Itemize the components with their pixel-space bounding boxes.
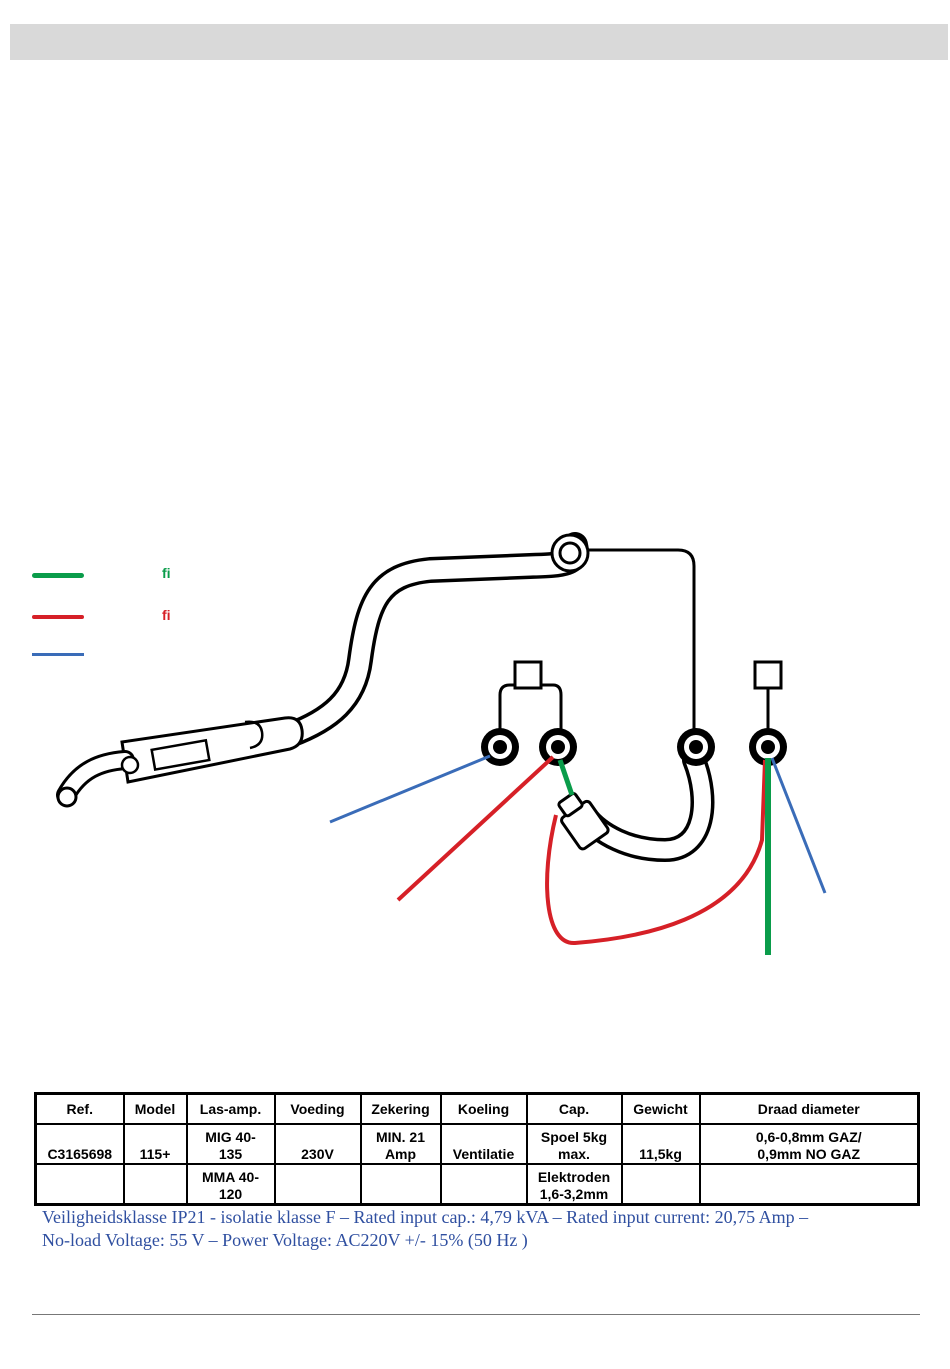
torch-hose [277,532,589,748]
red-wire-swatch [32,615,84,619]
wiring-diagram [56,532,827,955]
cell-empty [439,1163,528,1206]
cell-voeding: 230V [273,1123,362,1165]
specifications-note: Veiligheidsklasse IP21 - isolatie klasse… [42,1206,922,1252]
cell-model: 115+ [122,1123,188,1165]
socket-1 [481,728,519,766]
cell-line: MIN. 21 [375,1129,425,1145]
legend-item-green: ﬁ [30,564,230,584]
green-wire-short [557,759,575,796]
legend-label-green: ﬁ [162,565,171,581]
cell-line: MMA 40- [201,1169,260,1185]
col-zekering: Zekering [359,1092,442,1125]
socket-3 [677,728,715,766]
blue-wire-right [770,757,827,894]
col-ref: Ref. [34,1092,125,1125]
cell-ref: C3165698 [34,1123,125,1165]
cell-empty [620,1163,701,1206]
cell-koeling: Ventilatie [439,1123,528,1165]
wire-legend: ﬁ ﬁ [30,560,230,670]
black-wire [588,548,696,735]
cell-line: Amp [384,1146,417,1162]
cell-line: 1,6-3,2mm [539,1186,609,1202]
cell-line: Elektroden [537,1169,611,1185]
red-wire-loop [545,759,767,946]
cell-line: 120 [218,1186,243,1202]
cell-empty [273,1163,362,1206]
cell-empty [122,1163,188,1206]
specifications-table: Ref. Model Las-amp. Voeding Zekering Koe… [34,1092,920,1206]
cell-line: 0,6-0,8mm GAZ/ [755,1129,862,1145]
terminal-box-right [753,660,783,735]
cell-draad-diameter: 0,6-0,8mm GAZ/0,9mm NO GAZ [698,1123,920,1165]
col-cap: Cap. [525,1092,623,1125]
specs-note-line-2: No-load Voltage: 55 V – Power Voltage: A… [42,1230,528,1250]
cell-line: 0,9mm NO GAZ [757,1146,861,1162]
col-koeling: Koeling [439,1092,528,1125]
cell-empty [359,1163,442,1206]
footer-divider [32,1314,920,1315]
cell-line: max. [558,1146,590,1162]
cell-empty [698,1163,920,1206]
green-wire-swatch [32,573,84,578]
welding-torch [56,716,304,808]
red-wire-left [396,755,555,902]
legend-item-red: ﬁ [30,606,230,626]
cell-empty [34,1163,125,1206]
hose-loop [550,533,590,573]
legend-label-red: ﬁ [162,607,171,623]
cell-gewicht: 11,5kg [620,1123,701,1165]
blue-wire-left [329,754,491,824]
specs-note-line-1: Veiligheidsklasse IP21 - isolatie klasse… [42,1207,809,1227]
blue-wire-swatch [32,653,84,656]
cell-las-amp: MIG 40-135 [185,1123,276,1165]
socket-4 [749,728,787,766]
cell-line: Spoel 5kg [540,1129,608,1145]
connector-plug [557,792,610,851]
table-header-row: Ref. Model Las-amp. Voeding Zekering Koe… [34,1092,920,1125]
col-las-amp: Las-amp. [185,1092,276,1125]
header-bar [10,24,948,60]
legend-item-blue [30,644,230,664]
cell-las-amp: MMA 40-120 [185,1163,276,1206]
terminal-box-left [498,660,563,735]
col-gewicht: Gewicht [620,1092,701,1125]
col-model: Model [122,1092,188,1125]
cell-line: MIG 40- [205,1129,256,1145]
col-voeding: Voeding [273,1092,362,1125]
col-draad-diameter: Draad diameter [698,1092,920,1125]
socket-2 [539,728,577,766]
cell-line: 135 [218,1146,243,1162]
